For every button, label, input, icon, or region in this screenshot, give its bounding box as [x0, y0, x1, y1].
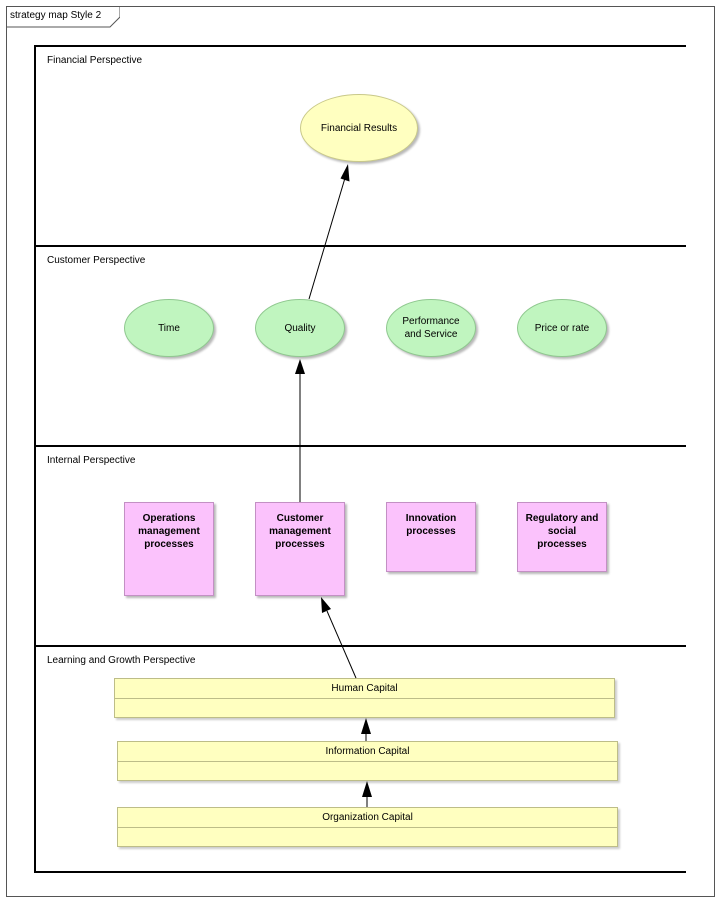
regulatory-process-label: Regulatory and social processes: [525, 513, 599, 550]
customer-management-process-label: Customer management processes: [269, 513, 331, 550]
lane-title-customer: Customer Perspective: [47, 255, 146, 266]
arrowhead: [361, 718, 371, 734]
organization-capital-label: Organization Capital: [118, 808, 617, 828]
customer-management-process-node[interactable]: Customer management processes: [255, 502, 345, 596]
time-label: Time: [158, 322, 180, 334]
human-capital-node[interactable]: Human Capital: [114, 678, 615, 718]
operations-process-label: Operations management processes: [138, 513, 200, 550]
operations-process-node[interactable]: Operations management processes: [124, 502, 214, 596]
diagram-tab: [6, 6, 120, 28]
diagram-frame: [6, 6, 715, 897]
lane-divider: [34, 245, 686, 247]
diagram-title: strategy map Style 2: [10, 10, 102, 21]
connector-human-process[interactable]: [326, 610, 357, 679]
information-capital-node[interactable]: Information Capital: [117, 741, 618, 781]
information-capital-label: Information Capital: [118, 742, 617, 762]
performance-service-label: Performance and Service: [402, 316, 460, 340]
strategy-map-pool: [34, 45, 686, 873]
arrowhead: [321, 597, 331, 613]
quality-label: Quality: [284, 322, 316, 334]
time-node[interactable]: Time: [124, 299, 214, 357]
connector-quality-financial[interactable]: [308, 177, 346, 300]
regulatory-process-node[interactable]: Regulatory and social processes: [517, 502, 607, 572]
innovation-process-label: Innovation processes: [405, 513, 457, 537]
quality-node[interactable]: Quality: [255, 299, 345, 357]
price-rate-label: Price or rate: [534, 322, 590, 334]
arrowhead: [340, 164, 350, 182]
financial-results-label: Financial Results: [320, 122, 398, 134]
organization-capital-node[interactable]: Organization Capital: [117, 807, 618, 847]
lane-title-internal: Internal Perspective: [47, 455, 136, 466]
lane-title-learning: Learning and Growth Perspective: [47, 655, 196, 666]
lane-title-financial: Financial Perspective: [47, 55, 143, 66]
lane-divider: [34, 645, 686, 647]
price-rate-node[interactable]: Price or rate: [517, 299, 607, 357]
innovation-process-node[interactable]: Innovation processes: [386, 502, 476, 572]
lane-divider: [34, 445, 686, 447]
arrowhead: [295, 359, 305, 374]
financial-results-node[interactable]: Financial Results: [300, 94, 418, 162]
arrowhead: [362, 781, 372, 797]
human-capital-label: Human Capital: [115, 679, 614, 699]
performance-service-node[interactable]: Performance and Service: [386, 299, 476, 357]
